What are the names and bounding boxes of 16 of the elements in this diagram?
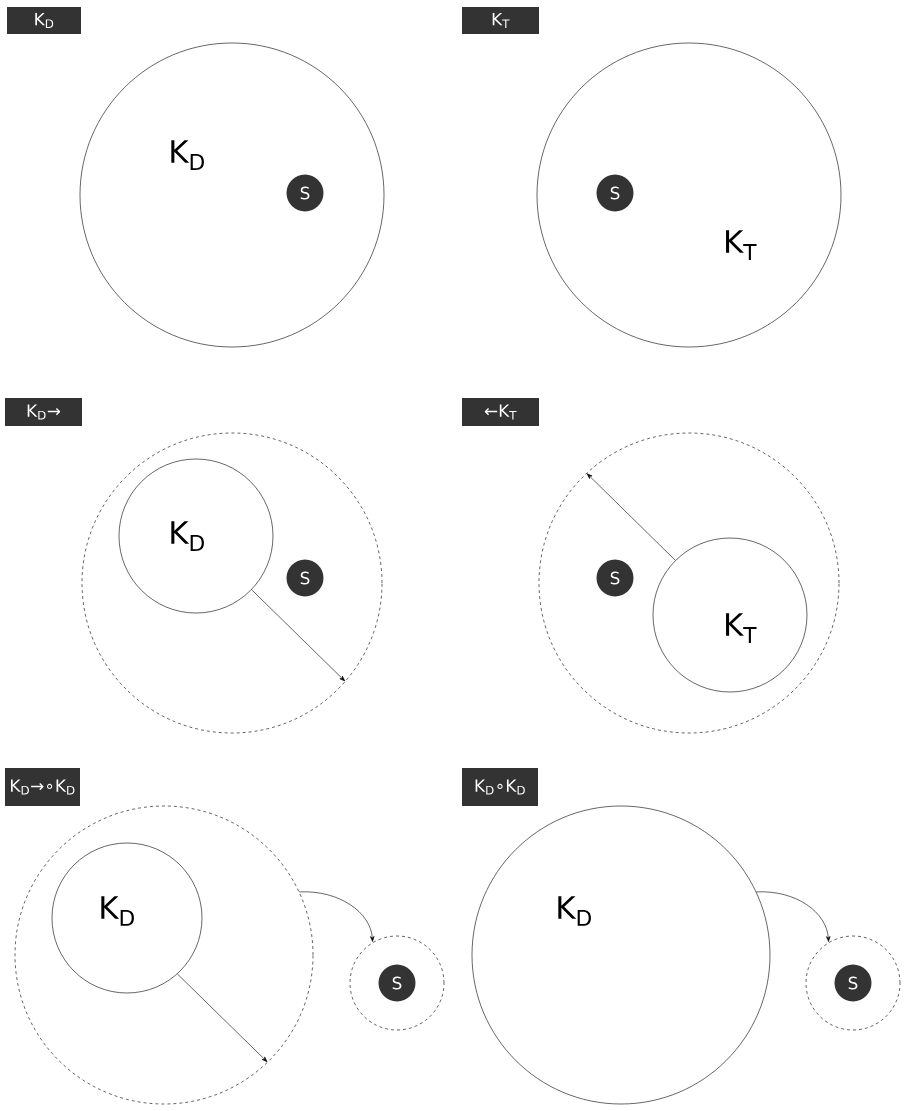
tag-label: K$_{D}$→: [5, 398, 82, 426]
arrow: [177, 973, 268, 1063]
tag-label: K$_{D}$∘K$_{D}$: [462, 768, 538, 806]
arrow: [756, 891, 831, 942]
dashed-circle: [349, 935, 445, 1031]
tag-label: K$_{D}$→∘K$_{D}$: [5, 768, 80, 806]
tag-label: K$_{D}$: [7, 7, 81, 34]
tag-label: ←K$_{T}$: [462, 398, 539, 426]
arrow: [299, 891, 375, 942]
dashed-circle: [81, 432, 383, 734]
dashed-circle: [14, 805, 314, 1105]
arrow: [251, 589, 346, 682]
dashed-circle: [538, 432, 840, 734]
arrow: [586, 473, 676, 561]
dashed-circle: [805, 935, 901, 1031]
tag-label: K$_{T}$: [462, 7, 539, 34]
